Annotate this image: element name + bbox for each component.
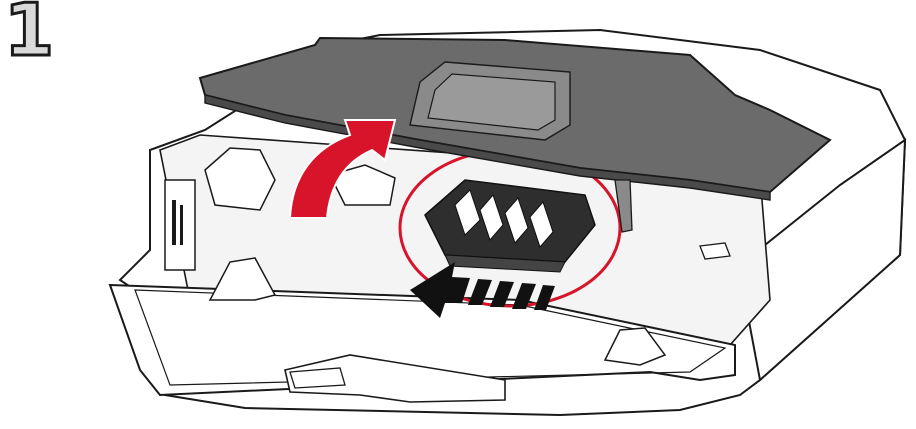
step-number: 1 [2,0,55,72]
side-button [699,242,731,260]
card-slot-2 [180,205,183,245]
left-arrow-icon [410,262,555,318]
scanner-lid-front-edge [204,94,771,201]
cartridge-holder [424,179,596,273]
tray-tab-right [603,327,667,366]
curved-up-arrow-icon [288,119,397,219]
lid-support-arm [614,179,633,233]
paper-extension [284,354,506,403]
left-interior-part [204,147,276,211]
output-tray [108,283,736,397]
lid-display-screen [427,73,556,131]
tray-tab-left [208,257,277,301]
card-slot-1 [172,200,176,245]
center-interior-part [328,164,396,206]
paper-extension-tab [289,367,346,389]
